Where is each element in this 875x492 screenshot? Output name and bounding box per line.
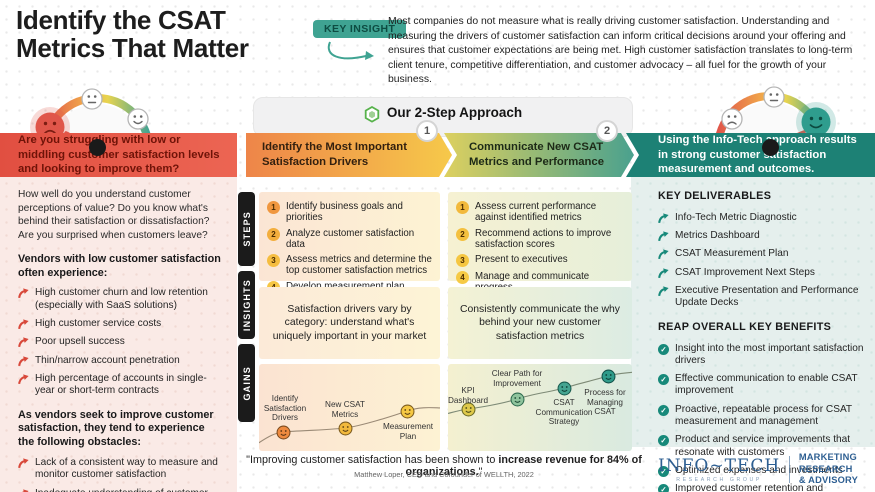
smiley-point <box>276 425 291 440</box>
infotech-logo: INFO~TECH RESEARCH GROUP MARKETING RESEA… <box>658 452 875 487</box>
list-item: CSAT Improvement Next Steps <box>658 267 865 279</box>
list-item: Executive Presentation and Performance U… <box>658 285 865 310</box>
outcome-banner: Using the Info-Tech approach results in … <box>626 133 875 177</box>
list-item: ✓Effective communication to enable CSAT … <box>658 373 865 398</box>
list-item: Thin/narrow account penetration <box>18 355 223 367</box>
step1-gains-box: Identify Satisfaction Drivers New CSAT M… <box>259 364 440 451</box>
curved-arrow-icon <box>327 41 374 60</box>
gain-label: Clear Path for Improvement <box>491 369 543 388</box>
intro-text: How well do you understand customer perc… <box>18 189 210 242</box>
logo-wordmark: INFO~TECH <box>658 455 781 476</box>
key-insight-badge: KEY INSIGHT <box>313 20 407 38</box>
arrow-bullet-icon <box>18 374 29 384</box>
list-item: CSAT Measurement Plan <box>658 248 865 260</box>
list-item: Inadequate understanding of customer sat… <box>18 488 223 492</box>
arrow-bullet-icon <box>18 288 29 299</box>
benefits-heading: REAP OVERALL KEY BENEFITS <box>658 320 832 333</box>
list-item: Metrics Dashboard <box>658 230 865 242</box>
pain-points-column: How well do you understand customer perc… <box>0 177 237 492</box>
steps-row-tab: STEPS <box>238 192 255 266</box>
arrow-bullet-icon <box>21 488 29 492</box>
step2-gains-box: KPI Dashboard Clear Path for Improvement… <box>448 364 632 451</box>
list-item: High customer churn and low retention (e… <box>18 287 223 312</box>
step2-insight-box: Consistently communicate the why behind … <box>448 287 632 359</box>
list-item: ✓Insight into the most important satisfa… <box>658 343 865 368</box>
gain-label: CSAT Communication Strategy <box>535 398 593 427</box>
list-item: ✓Product and service improvements that r… <box>658 434 865 459</box>
check-icon: ✓ <box>658 435 669 447</box>
two-step-approach-panel: Our 2-Step Approach <box>253 97 633 137</box>
arrow-bullet-icon <box>658 231 669 242</box>
arrow-bullet-icon <box>18 337 29 348</box>
smiley-point <box>557 381 572 396</box>
check-icon: ✓ <box>658 343 669 355</box>
low-satisfaction-heading: Vendors with low customer satisfaction o… <box>18 252 221 279</box>
arrow-bullet-icon <box>658 249 669 260</box>
logo-tagline: MARKETING RESEARCH <box>798 452 857 474</box>
gauge-needle-pivot <box>89 139 106 156</box>
smiley-point <box>400 404 415 419</box>
arrow-bullet-icon <box>658 213 669 223</box>
list-item: Poor upsell success <box>18 336 223 348</box>
logo-divider <box>789 455 790 483</box>
quote-attribution: Matthew Loper, CEO and Cofounder of WELL… <box>354 470 534 479</box>
page-title: Identify the CSAT Metrics That Matter <box>16 5 249 63</box>
arrow-bullet-icon <box>18 355 29 366</box>
step1-insight-box: Satisfaction drivers vary by category: u… <box>259 287 440 359</box>
footer-quote: "Improving customer satisfaction has bee… <box>246 454 642 478</box>
infotech-hexagon-icon <box>364 106 380 123</box>
list-item: High percentage of accounts in single-ye… <box>18 373 223 398</box>
insights-row-tab: INSIGHTS <box>238 271 255 339</box>
gain-label: New CSAT Metrics <box>325 400 365 419</box>
outcomes-column: KEY DELIVERABLES Info-Tech Metric Diagno… <box>631 177 875 492</box>
smiley-point <box>510 392 525 407</box>
logo-subtext: RESEARCH GROUP <box>676 476 762 483</box>
list-item: ✓Proactive, repeatable process for CSAT … <box>658 404 865 429</box>
list-item: High customer service costs <box>18 318 223 330</box>
approach-title: Our 2-Step Approach <box>386 105 523 120</box>
list-item: ✓Optimized expenses and investments <box>658 465 865 477</box>
list-item: Lack of a consistent way to measure and … <box>18 457 223 482</box>
step1-banner: Identify the Most Important Satisfaction… <box>246 133 452 177</box>
step2-number-badge: 2 <box>596 120 618 142</box>
gain-label: Identify Satisfaction Drivers <box>263 394 307 423</box>
logo-tagline: & ADVISORY <box>798 475 858 486</box>
check-icon: ✓ <box>658 404 669 416</box>
gain-label: KPI Dashboard <box>447 386 489 405</box>
arrow-bullet-icon <box>658 286 669 297</box>
smiley-point <box>601 369 616 384</box>
step1-number-badge: 1 <box>416 120 438 142</box>
problem-banner: Are you struggling with low or middling … <box>0 133 237 177</box>
list-item: ✓Improved customer retention and custome… <box>658 483 865 492</box>
arrow-bullet-icon <box>18 319 29 329</box>
arrow-bullet-icon <box>658 268 669 278</box>
smiley-point <box>338 421 353 436</box>
list-item: Info-Tech Metric Diagnostic <box>658 212 865 224</box>
check-icon: ✓ <box>658 466 669 477</box>
check-icon: ✓ <box>658 484 669 492</box>
obstacles-heading: As vendors seek to improve customer sati… <box>18 408 214 449</box>
smiley-point <box>461 402 476 417</box>
deliverables-heading: KEY DELIVERABLES <box>658 190 772 202</box>
gains-row-tab: GAINS <box>238 344 255 422</box>
arrow-bullet-icon <box>18 458 29 468</box>
check-icon: ✓ <box>658 374 669 386</box>
key-insight-text: Most companies do not measure what is re… <box>388 16 853 86</box>
gauge-needle-pivot <box>762 139 779 156</box>
gain-label: Measurement Plan <box>382 422 434 441</box>
gain-label: Process for Managing CSAT <box>584 388 626 417</box>
